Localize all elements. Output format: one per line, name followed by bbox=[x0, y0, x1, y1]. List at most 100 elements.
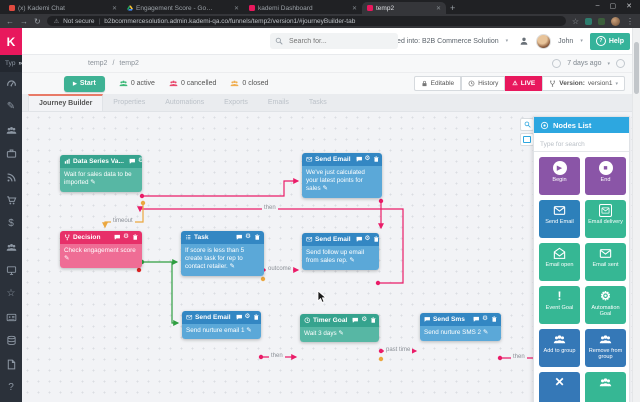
sidebar-item-contacts[interactable] bbox=[0, 119, 22, 142]
comment-icon[interactable] bbox=[473, 316, 480, 323]
node-timer-goal[interactable]: Timer Goal⚙ Wait 3 days ✎ bbox=[300, 314, 379, 343]
tile-add-to-group[interactable]: Add to group bbox=[539, 329, 580, 367]
tab-exports[interactable]: Exports bbox=[224, 99, 248, 106]
node-decision[interactable]: Decision⚙ Check engagement score ✎ bbox=[60, 231, 142, 268]
edit-pencil-icon[interactable]: ✎ bbox=[338, 330, 344, 337]
node-send-email-3[interactable]: Send Email⚙ Send nurture email 1 ✎ bbox=[182, 311, 261, 340]
tile-event-goal[interactable]: !Event Goal bbox=[539, 286, 580, 324]
kademi-logo[interactable]: K bbox=[0, 28, 22, 55]
tile-begin[interactable]: ▶Begin bbox=[539, 157, 580, 195]
node-send-sms[interactable]: Send Sms⚙ Send nurture SMS 2 ✎ bbox=[420, 313, 501, 342]
clock-circle-icon[interactable] bbox=[552, 59, 562, 68]
extension-icon[interactable] bbox=[585, 17, 592, 25]
browser-menu-icon[interactable]: ⋮ bbox=[626, 16, 634, 26]
start-button[interactable]: ▶ Start bbox=[64, 75, 105, 92]
age-label[interactable]: 7 days ago bbox=[567, 60, 602, 67]
tile-email-delivery[interactable]: Email delivery bbox=[585, 200, 626, 238]
sidebar-item-support[interactable]: ? bbox=[0, 376, 22, 399]
browser-tab-kademi-dashboard[interactable]: kademi Dashboard ✕ bbox=[244, 2, 362, 14]
comment-icon[interactable] bbox=[356, 156, 363, 163]
sidebar-item-groups[interactable] bbox=[0, 236, 22, 259]
node-data-series[interactable]: Data Series Va...⚙ Wait for sales data t… bbox=[60, 155, 142, 192]
settings-icon[interactable]: ⚙ bbox=[364, 235, 371, 243]
node-send-email-2[interactable]: Send Email⚙ Send follow up email from sa… bbox=[302, 233, 379, 270]
node-task[interactable]: Task⚙ If score is less than 5 create tas… bbox=[181, 231, 264, 276]
tile-end[interactable]: ■End bbox=[585, 157, 626, 195]
nodes-list-header[interactable]: Nodes List bbox=[534, 117, 629, 133]
tile-email-sent[interactable]: Email sent bbox=[585, 243, 626, 281]
settings-icon[interactable]: ⚙ bbox=[244, 313, 251, 321]
omnibox[interactable]: ⚠ Not secure | b2bcommercesolution.admin… bbox=[46, 16, 566, 26]
comment-icon[interactable] bbox=[114, 234, 121, 241]
edit-pencil-icon[interactable]: ✎ bbox=[246, 327, 252, 334]
global-search[interactable] bbox=[270, 33, 398, 49]
info-circle-icon[interactable] bbox=[616, 59, 625, 68]
delete-icon[interactable] bbox=[132, 234, 139, 241]
nodes-search-input[interactable] bbox=[534, 138, 629, 152]
sidebar-item-cards[interactable] bbox=[0, 306, 22, 329]
comment-icon[interactable] bbox=[236, 314, 243, 321]
tab-emails[interactable]: Emails bbox=[267, 99, 289, 106]
sidebar-header[interactable]: Typ » bbox=[0, 55, 22, 72]
tile-email-open[interactable]: Email open bbox=[539, 243, 580, 281]
edit-pencil-icon[interactable]: ✎ bbox=[90, 179, 96, 187]
search-input[interactable] bbox=[287, 36, 381, 46]
settings-icon[interactable]: ⚙ bbox=[482, 315, 488, 323]
delete-icon[interactable] bbox=[370, 317, 377, 324]
editable-button[interactable]: Editable bbox=[413, 76, 462, 91]
tab-close-icon[interactable]: ✕ bbox=[435, 5, 441, 12]
sidebar-item-websites[interactable] bbox=[0, 259, 22, 282]
tab-tasks[interactable]: Tasks bbox=[308, 99, 327, 106]
delete-icon[interactable] bbox=[491, 316, 498, 323]
help-button[interactable]: ? Help bbox=[589, 32, 630, 50]
edit-pencil-icon[interactable]: ✎ bbox=[64, 255, 70, 263]
user-name[interactable]: John bbox=[558, 37, 574, 45]
sidebar-item-dashboard[interactable] bbox=[0, 72, 22, 95]
scrollbar-thumb[interactable] bbox=[634, 42, 639, 94]
delete-icon[interactable] bbox=[253, 314, 260, 321]
fit-view-button[interactable] bbox=[520, 133, 534, 146]
edit-pencil-icon[interactable]: ✎ bbox=[229, 263, 235, 271]
version-button[interactable]: Version: version1 ▾ bbox=[542, 76, 625, 91]
sidebar-item-edit[interactable]: ✎ bbox=[0, 95, 22, 118]
person-add-icon[interactable] bbox=[519, 36, 529, 46]
node-send-email-1[interactable]: Send Email⚙ We've just calculated your l… bbox=[302, 153, 382, 198]
refresh-icon[interactable]: ↻ bbox=[34, 16, 41, 26]
tile-send-email[interactable]: Send Email bbox=[539, 200, 580, 238]
browser-tab-temp2[interactable]: temp2 ✕ bbox=[362, 2, 446, 14]
journey-canvas[interactable]: Data Series Va...⚙ Wait for sales data t… bbox=[22, 112, 633, 402]
page-scrollbar[interactable] bbox=[632, 28, 640, 402]
sidebar-item-data[interactable] bbox=[0, 329, 22, 352]
sidebar-item-broadcast[interactable] bbox=[0, 166, 22, 189]
sidebar-item-rewards[interactable]: ☆ bbox=[0, 283, 22, 306]
edit-pencil-icon[interactable]: ✎ bbox=[482, 329, 489, 336]
settings-icon[interactable]: ⚙ bbox=[361, 316, 368, 324]
comment-icon[interactable] bbox=[129, 158, 136, 165]
tab-properties[interactable]: Properties bbox=[113, 99, 146, 106]
zoom-search-button[interactable] bbox=[520, 118, 534, 131]
tile-remove[interactable]: ✕ bbox=[539, 372, 580, 402]
minimize-button[interactable]: – bbox=[595, 2, 600, 9]
delete-icon[interactable] bbox=[254, 234, 261, 241]
user-avatar[interactable] bbox=[536, 33, 552, 49]
tab-close-icon[interactable]: ✕ bbox=[351, 5, 357, 12]
logged-into-label[interactable]: Logged into: B2B Commerce Solution bbox=[381, 37, 499, 45]
tab-close-icon[interactable]: ✕ bbox=[111, 5, 117, 12]
tab-automations[interactable]: Automations bbox=[165, 99, 205, 106]
settings-icon[interactable]: ⚙ bbox=[123, 233, 129, 241]
sidebar-item-payments[interactable]: $ bbox=[0, 212, 22, 235]
breadcrumb-funnel[interactable]: temp2 bbox=[88, 60, 108, 67]
browser-tab-kademi-chat[interactable]: (x) Kademi Chat ✕ bbox=[4, 2, 122, 14]
tile-automation-goal[interactable]: ⚙Automation Goal bbox=[585, 286, 626, 324]
settings-icon[interactable]: ⚙ bbox=[364, 155, 371, 163]
sidebar-item-files[interactable] bbox=[0, 353, 22, 376]
edit-pencil-icon[interactable]: ✎ bbox=[349, 257, 355, 265]
sidebar-item-ecommerce[interactable] bbox=[0, 189, 22, 212]
browser-tab-engagement-score[interactable]: Engagement Score - Google Dri ✕ bbox=[122, 2, 244, 14]
sidebar-item-business[interactable] bbox=[0, 142, 22, 165]
breadcrumb-page[interactable]: temp2 bbox=[119, 60, 139, 67]
comment-icon[interactable] bbox=[356, 236, 363, 243]
comment-icon[interactable] bbox=[352, 317, 359, 324]
settings-icon[interactable]: ⚙ bbox=[137, 157, 142, 165]
bookmark-star-icon[interactable]: ☆ bbox=[571, 16, 579, 26]
